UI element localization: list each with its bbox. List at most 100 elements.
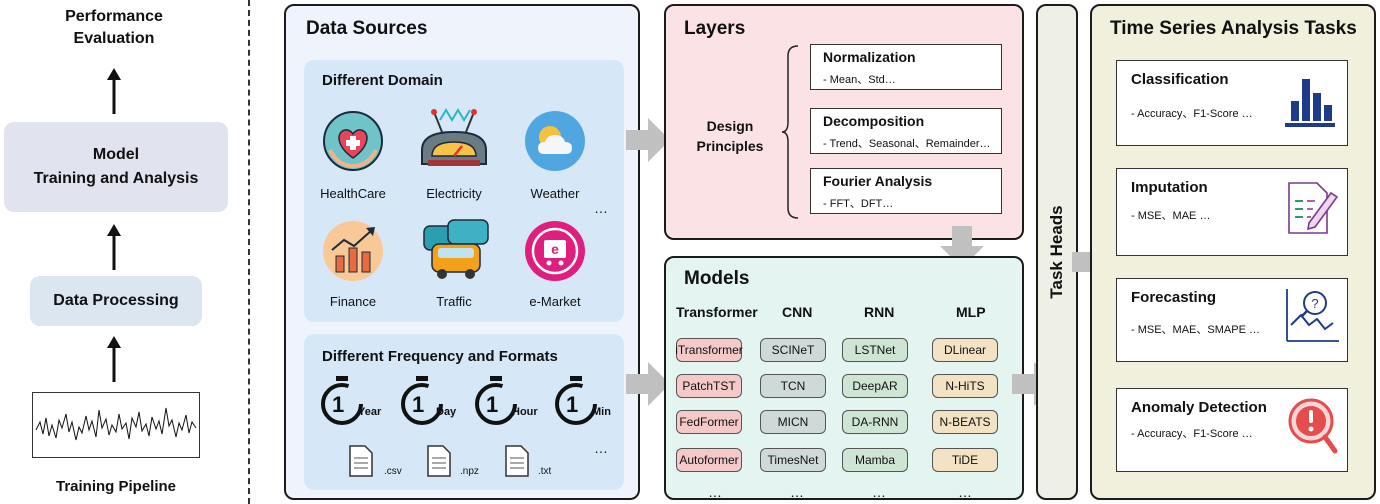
finance-icon — [323, 221, 383, 281]
up-arrow-icon — [107, 68, 121, 114]
layer-desc: - FFT、DFT… — [823, 198, 894, 210]
models-more: … — [958, 484, 973, 500]
model-chip: FedFormer — [676, 410, 742, 434]
domain-label: Weather — [530, 186, 580, 201]
models-more: … — [708, 484, 723, 500]
domain-label: e-Market — [529, 294, 581, 309]
stopwatch-icon — [321, 376, 363, 425]
model-training-box: Model Training and Analysis — [4, 122, 228, 212]
layer-desc: - Trend、Seasonal、Remainder… — [823, 138, 991, 150]
model-chip: DeepAR — [842, 374, 908, 398]
up-arrow-icon — [107, 336, 121, 382]
performance-evaluation-label: Performance Evaluation — [65, 8, 163, 47]
layer-normalization: Normalization - Mean、Std… — [810, 44, 1002, 90]
format-label: .npz — [460, 466, 479, 477]
domain-label: Electricity — [426, 186, 482, 201]
task-classification: Classification - Accuracy、F1-Score … — [1116, 60, 1348, 146]
divider-line — [248, 0, 250, 504]
svg-text:e: e — [551, 241, 559, 257]
freq-label: Year — [358, 406, 382, 418]
freq-label: Hour — [512, 406, 538, 418]
layers-title: Layers — [684, 18, 746, 39]
file-icon — [505, 445, 529, 477]
stopwatch-digit: 1 — [412, 392, 425, 417]
model-chip: PatchTST — [676, 374, 742, 398]
task-title: Anomaly Detection — [1131, 399, 1267, 416]
stopwatch-digit: 1 — [566, 392, 579, 417]
healthcare-icon — [323, 111, 383, 171]
task-title: Forecasting — [1131, 289, 1217, 306]
stopwatch-icon — [555, 376, 597, 425]
model-chip: MICN — [760, 410, 826, 434]
model-chip: SCINeT — [760, 338, 826, 362]
design-principles-label: Design Principles — [696, 118, 764, 154]
format-label: .txt — [538, 466, 552, 477]
model-chip: DLinear — [932, 338, 998, 362]
layer-title: Decomposition — [823, 113, 925, 129]
stopwatch-icon — [401, 376, 443, 425]
layer-decomposition: Decomposition - Trend、Seasonal、Remainder… — [810, 108, 1002, 154]
training-pipeline-caption: Training Pipeline — [55, 478, 177, 495]
stopwatch-digit: 1 — [332, 392, 345, 417]
domain-label: Traffic — [436, 294, 472, 309]
layer-desc: - Mean、Std… — [823, 74, 896, 86]
frequency-title: Different Frequency and Formats — [322, 348, 558, 365]
task-title: Classification — [1131, 71, 1229, 88]
stopwatch-digit: 1 — [486, 392, 499, 417]
models-more: … — [790, 484, 805, 500]
freq-label: Day — [436, 406, 457, 418]
layer-fourier: Fourier Analysis - FFT、DFT… — [810, 168, 1002, 214]
model-chip: TCN — [760, 374, 826, 398]
domain-label: Finance — [329, 294, 377, 309]
model-chip: DA-RNN — [842, 410, 908, 434]
domain-label: HealthCare — [320, 186, 386, 201]
freq-more: … — [594, 440, 609, 456]
models-title: Models — [684, 268, 750, 289]
task-title: Imputation — [1131, 179, 1208, 196]
task-heads-label: Task Heads — [1047, 205, 1066, 299]
models-more: … — [872, 484, 887, 500]
task-desc: - Accuracy、F1-Score … — [1131, 108, 1253, 120]
tasks-title: Time Series Analysis Tasks — [1110, 18, 1357, 39]
format-label: .csv — [384, 466, 402, 477]
bar-chart-icon — [1285, 79, 1335, 127]
task-forecasting: Forecasting - MSE、MAE、SMAPE … ? — [1116, 278, 1348, 362]
model-chip: N-HiTS — [932, 374, 998, 398]
model-chip: TiDE — [932, 448, 998, 472]
file-icon — [349, 445, 373, 477]
flow-arrow-icon — [940, 226, 984, 268]
data-sources-title: Data Sources — [306, 18, 428, 39]
electricity-icon — [421, 108, 487, 166]
task-anomaly-detection: Anomaly Detection - Accuracy、F1-Score … — [1116, 388, 1348, 472]
up-arrow-icon — [107, 224, 121, 270]
task-desc: - Accuracy、F1-Score … — [1131, 428, 1253, 440]
column-header-rnn: RNN — [864, 304, 895, 320]
column-header-mlp: MLP — [956, 304, 986, 320]
svg-text:?: ? — [1311, 296, 1318, 311]
emarket-icon: e — [525, 221, 585, 281]
file-icon — [427, 445, 451, 477]
weather-icon — [525, 111, 585, 171]
column-header-cnn: CNN — [782, 304, 813, 320]
forecast-chart-icon: ? — [1286, 289, 1339, 342]
column-header-transformer: Transformer — [676, 304, 758, 320]
flow-arrow-icon — [626, 362, 670, 406]
freq-label: Min — [592, 406, 611, 418]
brace-icon — [781, 45, 799, 219]
model-chip: iTransformer — [675, 338, 743, 362]
data-processing-box: Data Processing — [30, 276, 202, 326]
task-imputation: Imputation - MSE、MAE … — [1116, 168, 1348, 256]
layer-title: Normalization — [823, 49, 916, 65]
layer-title: Fourier Analysis — [823, 173, 933, 189]
task-desc: - MSE、MAE … — [1131, 210, 1211, 222]
task-desc: - MSE、MAE、SMAPE … — [1131, 324, 1260, 336]
model-chip: TimesNet — [760, 448, 826, 472]
document-pen-icon — [1288, 182, 1339, 234]
flow-arrow-icon — [626, 118, 670, 162]
stopwatch-icon — [475, 376, 517, 425]
traffic-icon — [423, 219, 489, 279]
alert-magnifier-icon — [1288, 398, 1338, 454]
model-chip: LSTNet — [842, 338, 908, 362]
time-series-thumbnail — [32, 392, 200, 458]
model-chip: N-BEATS — [932, 410, 998, 434]
